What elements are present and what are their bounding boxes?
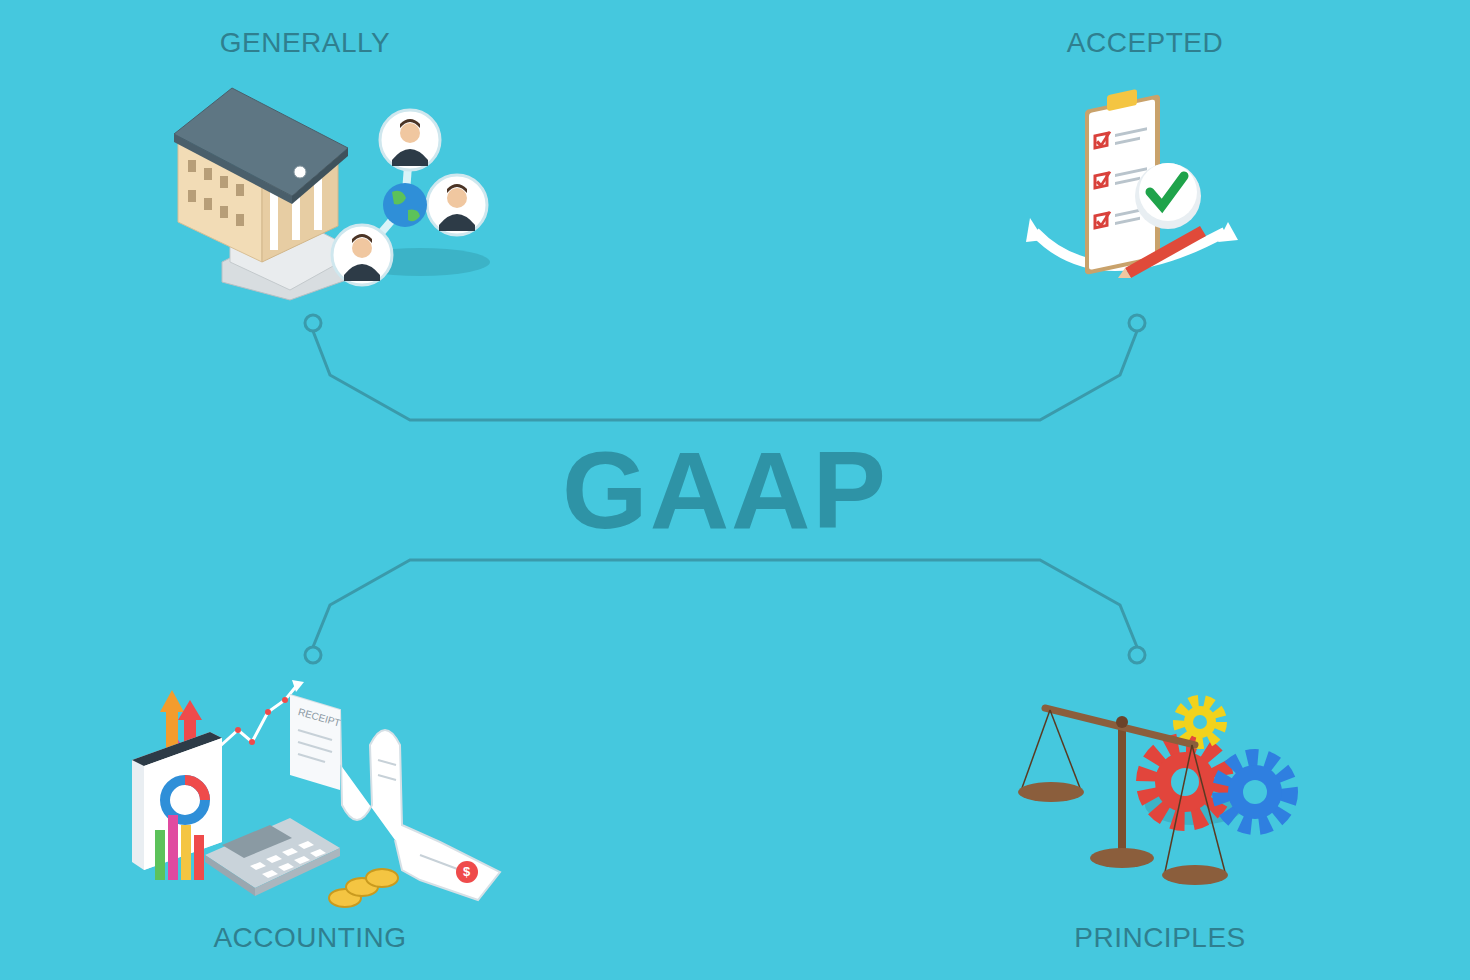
term-label: PRINCIPLES bbox=[1074, 923, 1246, 954]
currency-sign: $ bbox=[463, 864, 470, 880]
connector-end bbox=[305, 315, 321, 331]
term-node: GENERALLY bbox=[140, 20, 470, 323]
term-label: ACCEPTED bbox=[1067, 28, 1223, 59]
term-node: ACCEPTED bbox=[990, 20, 1300, 323]
acronym-node: GAAP bbox=[410, 420, 1040, 560]
receipt-title: RECEIPT bbox=[297, 706, 342, 729]
connector bbox=[305, 315, 725, 420]
term-label: GENERALLY bbox=[220, 28, 391, 59]
term-node: PRINCIPLES bbox=[1010, 655, 1310, 960]
term-node: ACCOUNTING bbox=[150, 655, 470, 960]
bank-building bbox=[174, 88, 352, 300]
scales-and-gears bbox=[1018, 702, 1289, 885]
connector bbox=[725, 315, 1145, 420]
connector-end bbox=[1129, 315, 1145, 331]
connector-end bbox=[305, 647, 321, 663]
term-label: ACCOUNTING bbox=[213, 923, 406, 954]
connector-line bbox=[313, 331, 725, 420]
approval-clipboard bbox=[1026, 84, 1238, 278]
connector-end bbox=[1129, 647, 1145, 663]
connector-line bbox=[313, 560, 725, 647]
accounting-illustration bbox=[132, 680, 500, 907]
people-network bbox=[332, 110, 490, 285]
connector-line bbox=[725, 331, 1137, 420]
connector-line bbox=[725, 560, 1137, 647]
connector bbox=[725, 560, 1145, 663]
connector bbox=[305, 560, 725, 663]
acronym-title: GAAP bbox=[562, 435, 888, 545]
